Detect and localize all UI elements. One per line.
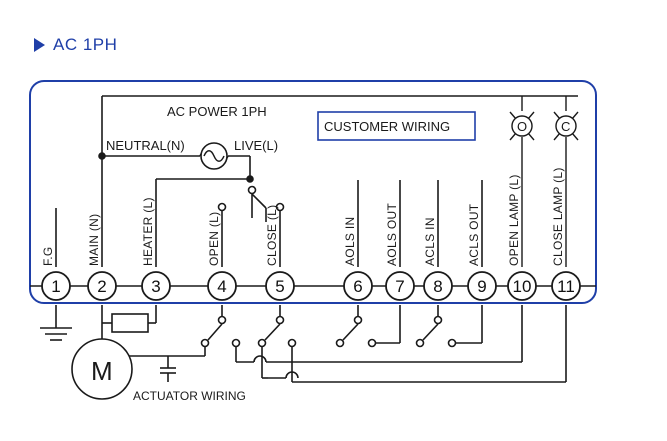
close-lamp-symbol: C (561, 119, 570, 134)
customer-wiring-label: CUSTOMER WIRING (324, 119, 450, 134)
live-label: LIVE(L) (234, 138, 278, 153)
open-lamp-symbol: O (517, 119, 527, 134)
play-triangle-icon (34, 38, 45, 52)
terminal-11 (551, 271, 581, 301)
terminal-number-2: 2 (97, 277, 106, 296)
open-lamp-icon (509, 96, 535, 267)
terminal-6 (343, 271, 373, 301)
terminal-2 (87, 271, 117, 301)
terminal-7 (385, 271, 415, 301)
terminal-number-9: 9 (477, 277, 486, 296)
section-title: AC 1PH (53, 35, 118, 54)
terminal-4 (207, 271, 237, 301)
terminal-8 (423, 271, 453, 301)
terminal-number-7: 7 (395, 277, 404, 296)
terminal-10 (507, 271, 537, 301)
terminal-number-10: 10 (513, 277, 532, 296)
actuator-wiring (40, 305, 567, 383)
terminal-number-4: 4 (217, 277, 226, 296)
terminal-number-5: 5 (275, 277, 284, 296)
terminal-label-9: ACLS OUT (467, 203, 481, 266)
customer-wiring-border (29, 80, 597, 304)
terminal-number-11: 11 (557, 277, 575, 296)
section-header: AC 1PH (34, 35, 117, 55)
terminal-label-10: OPEN LAMP (L) (507, 174, 521, 266)
terminal-label-1: F.G (41, 246, 55, 266)
terminal-label-8: ACLS IN (423, 217, 437, 266)
neutral-label: NEUTRAL(N) (106, 138, 185, 153)
power-label: AC POWER 1PH (167, 104, 267, 119)
customer-wiring-box (317, 111, 476, 141)
terminal-label-3: HEATER (L) (141, 197, 155, 266)
terminal-number-8: 8 (433, 277, 442, 296)
terminal-label-5: CLOSE (L) (265, 205, 279, 266)
terminal-9 (467, 271, 497, 301)
terminal-1 (41, 271, 71, 301)
terminal-leads (55, 180, 483, 267)
close-lamp-icon (553, 96, 579, 267)
motor-icon (71, 338, 133, 400)
motor-label: M (91, 356, 113, 386)
terminal-3 (141, 271, 171, 301)
terminal-5 (265, 271, 295, 301)
actuator-wiring-label: ACTUATOR WIRING (133, 389, 246, 403)
terminal-label-6: AOLS IN (343, 217, 357, 266)
terminal-label-4: OPEN (L) (207, 212, 221, 266)
terminal-label-7: AOLS OUT (385, 203, 399, 266)
terminal-number-1: 1 (51, 277, 60, 296)
ac-source-icon (200, 142, 228, 170)
terminal-label-2: MAIN (N) (87, 214, 101, 266)
terminal-number-6: 6 (353, 277, 362, 296)
terminal-number-3: 3 (151, 277, 160, 296)
terminal-label-11: CLOSE LAMP (L) (551, 167, 565, 266)
